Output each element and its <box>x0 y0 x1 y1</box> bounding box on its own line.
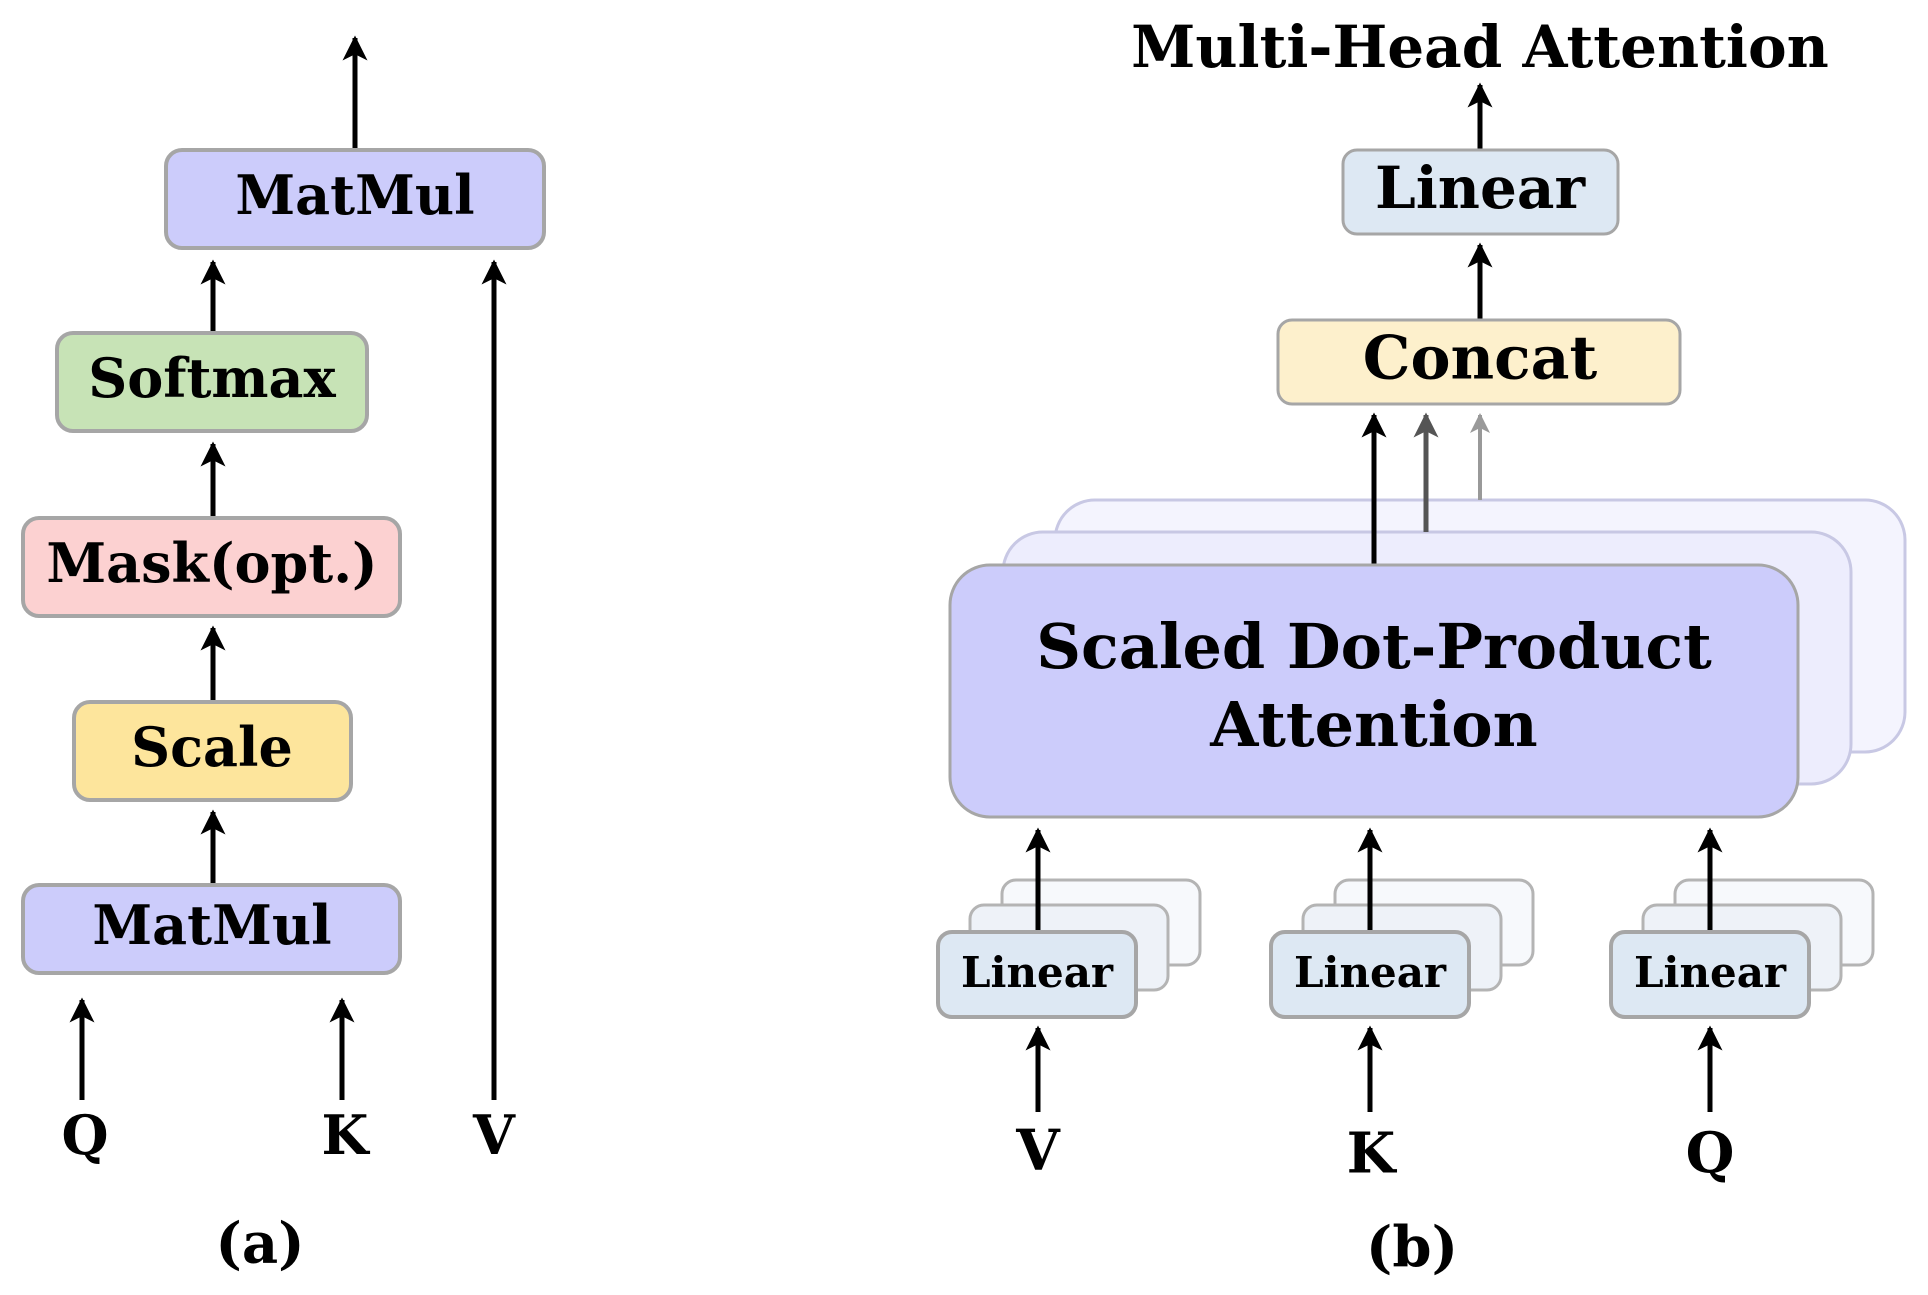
mask-block: Mask(opt.) <box>21 516 402 618</box>
matmul-top-label: MatMul <box>235 163 474 227</box>
attention-label-line1: Scaled Dot-Product <box>1036 610 1712 683</box>
matmul-bottom-block: MatMul <box>21 883 402 975</box>
linear-k-label: Linear <box>1294 948 1447 997</box>
softmax-label: Softmax <box>88 346 336 410</box>
caption-a: (a) <box>215 1211 304 1277</box>
input-k-b: K <box>1347 1121 1398 1187</box>
linear-top-block: Linear <box>1341 148 1620 236</box>
softmax-block: Softmax <box>55 331 369 433</box>
concat-label: Concat <box>1363 324 1598 394</box>
input-k-a: K <box>322 1103 371 1167</box>
scale-block: Scale <box>72 700 353 802</box>
linear-top-label: Linear <box>1375 154 1586 222</box>
matmul-bottom-label: MatMul <box>92 893 331 957</box>
scale-label: Scale <box>131 715 293 779</box>
linear-q-label: Linear <box>1634 948 1787 997</box>
input-q-b: Q <box>1686 1121 1735 1187</box>
linear-stack-k: Linear K <box>1269 827 1535 1187</box>
linear-stack-q: Linear Q <box>1609 827 1875 1187</box>
linear-v-label: Linear <box>961 948 1114 997</box>
matmul-top-block: MatMul <box>164 148 546 250</box>
title-b: Multi-Head Attention <box>1131 13 1829 81</box>
concat-block: Concat <box>1276 318 1682 406</box>
linear-stack-v: Linear V <box>936 827 1202 1184</box>
attention-block: Scaled Dot-Product Attention <box>948 563 1800 819</box>
panel-b: Multi-Head Attention Linear Concat Scale… <box>936 13 1907 1281</box>
mask-label: Mask(opt.) <box>46 531 377 595</box>
input-v-a: V <box>472 1103 516 1167</box>
attention-label-line2: Attention <box>1209 688 1537 761</box>
input-q-a: Q <box>61 1103 108 1167</box>
panel-a: MatMul Softmax Mask(opt.) Scale <box>21 35 546 1277</box>
input-v-b: V <box>1015 1118 1061 1184</box>
caption-b: (b) <box>1366 1215 1458 1281</box>
